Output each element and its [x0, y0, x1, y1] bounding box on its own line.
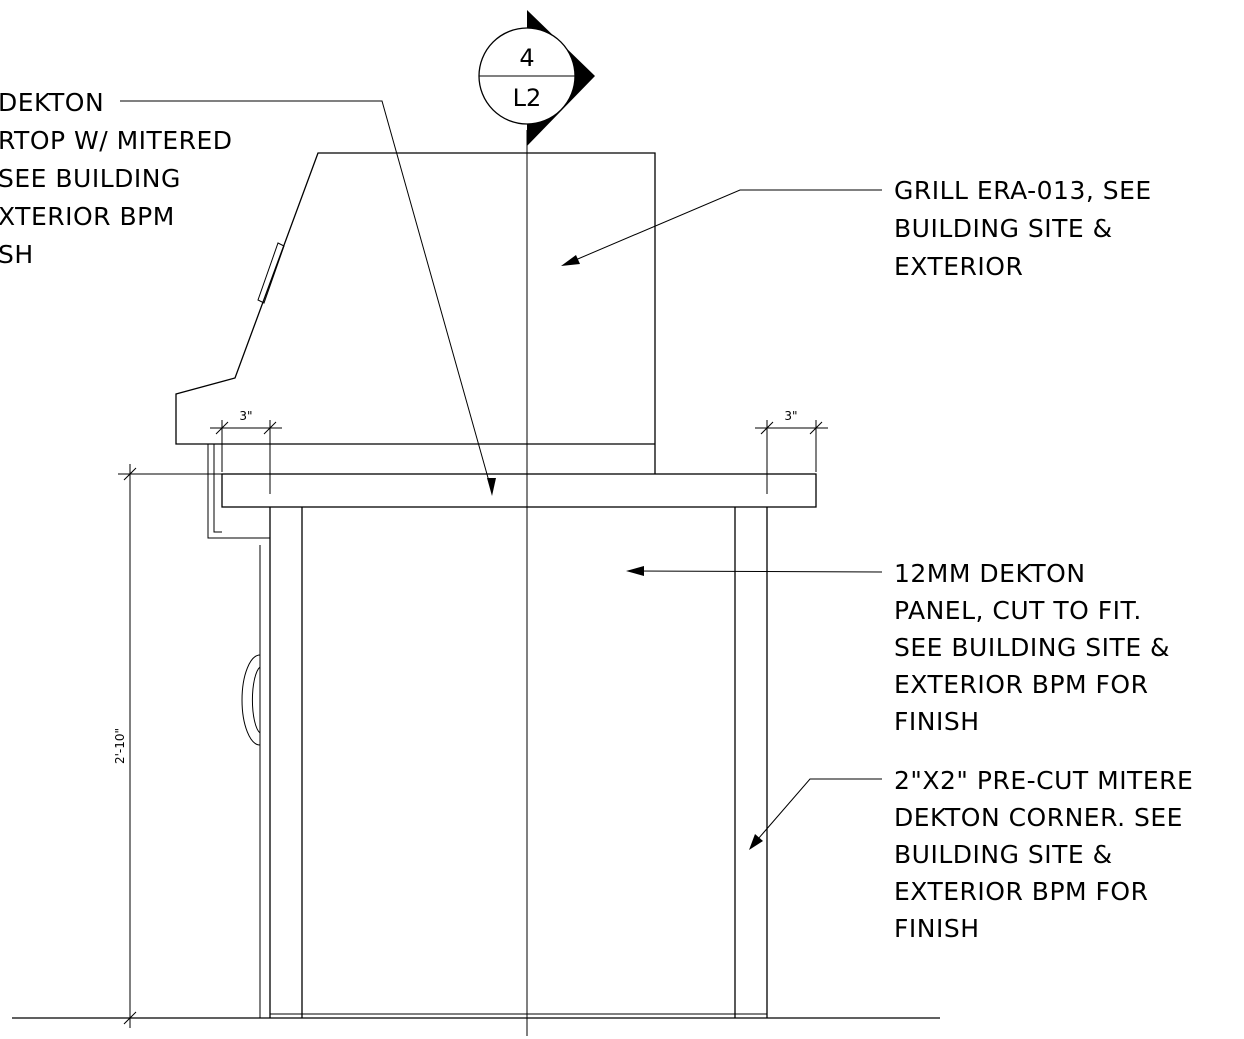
svg-text:FINISH: FINISH [894, 707, 980, 736]
section-tag: 4 L2 [478, 10, 595, 146]
svg-text:DEKTON: DEKTON [0, 88, 104, 117]
grill [175, 152, 656, 474]
note-corner: 2"X2" PRE-CUT MITERE DEKTON CORNER. SEE … [894, 766, 1193, 943]
note-panel: 12MM DEKTON PANEL, CUT TO FIT. SEE BUILD… [894, 559, 1170, 736]
svg-text:EXTERIOR BPM FOR: EXTERIOR BPM FOR [894, 670, 1148, 699]
svg-text:SEE BUILDING SITE &: SEE BUILDING SITE & [894, 633, 1170, 662]
leader-countertop [120, 100, 496, 496]
grill-outline [175, 152, 656, 474]
svg-text:EXTERIOR: EXTERIOR [894, 252, 1023, 281]
section-tag-number: 4 [519, 44, 534, 72]
side-bracket [207, 444, 270, 539]
cabinet-base [241, 507, 768, 1018]
side-bracket-inner [213, 444, 222, 533]
leader-panel [626, 566, 883, 576]
svg-text:RTOP W/ MITERED: RTOP W/ MITERED [0, 126, 233, 155]
svg-text:EXTERIOR BPM FOR: EXTERIOR BPM FOR [894, 877, 1148, 906]
section-tag-sheet: L2 [513, 84, 542, 112]
dimension-overhang-left-text: 3" [239, 409, 252, 423]
svg-text:FINISH: FINISH [894, 914, 980, 943]
svg-text:SH: SH [0, 240, 34, 269]
door-pull [241, 654, 261, 746]
svg-text:GRILL ERA-013, SEE: GRILL ERA-013, SEE [894, 176, 1152, 205]
dimension-overhang-right: 3" [755, 409, 828, 494]
dimension-overhang-left: 3" [210, 409, 282, 494]
dimension-height: 2'-10" [113, 464, 248, 1028]
door-pull-inner [251, 666, 261, 734]
svg-text:BUILDING SITE &: BUILDING SITE & [894, 214, 1113, 243]
dimension-overhang-right-text: 3" [784, 409, 797, 423]
leader-grill [561, 189, 882, 266]
leader-corner [749, 778, 882, 850]
svg-text:2"X2" PRE-CUT MITERE: 2"X2" PRE-CUT MITERE [894, 766, 1193, 795]
svg-text:BUILDING SITE &: BUILDING SITE & [894, 840, 1113, 869]
note-grill: GRILL ERA-013, SEE BUILDING SITE & EXTER… [894, 176, 1152, 281]
grill-handle [257, 242, 285, 304]
note-countertop: DEKTON RTOP W/ MITERED SEE BUILDING XTER… [0, 88, 233, 269]
countertop-slab [221, 473, 817, 508]
svg-text:12MM DEKTON: 12MM DEKTON [894, 559, 1086, 588]
svg-text:XTERIOR BPM: XTERIOR BPM [0, 202, 175, 231]
svg-text:PANEL, CUT TO FIT.: PANEL, CUT TO FIT. [894, 596, 1142, 625]
svg-text:DEKTON CORNER. SEE: DEKTON CORNER. SEE [894, 803, 1183, 832]
svg-text:SEE BUILDING: SEE BUILDING [0, 164, 181, 193]
dimension-height-text: 2'-10" [113, 728, 127, 764]
